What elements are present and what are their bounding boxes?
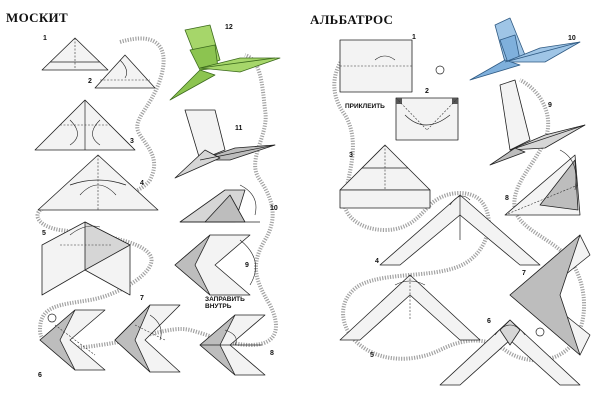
mosquito-step-6	[39, 309, 106, 371]
albatross-step-number: 1	[412, 34, 416, 41]
albatross-step-number: 9	[548, 102, 552, 109]
mosquito-step-number: 9	[245, 262, 249, 269]
mosquito-step-number: 4	[140, 180, 144, 187]
albatross-step-number: 6	[487, 318, 491, 325]
albatross-step-4	[379, 194, 541, 266]
albatross-step-number: 5	[370, 352, 374, 359]
right-step-path	[332, 48, 587, 363]
albatross-step-number: 4	[375, 258, 379, 265]
mosquito-finished-plane	[169, 24, 281, 101]
left-step-path	[35, 36, 278, 350]
mosquito-step-10	[179, 184, 260, 223]
mosquito-step-4	[37, 154, 159, 211]
mosquito-step-number: 6	[38, 372, 42, 379]
mosquito-step-11	[174, 109, 276, 179]
albatross-step-5	[339, 274, 481, 341]
mosquito-step-number: 7	[140, 295, 144, 302]
mosquito-step-number: 3	[130, 138, 134, 145]
mosquito-step-number: 5	[42, 230, 46, 237]
albatross-step-number: 7	[522, 270, 526, 277]
albatross-step-number: 3	[349, 152, 353, 159]
mosquito-step-number: 12	[225, 24, 233, 31]
albatross-finished-plane	[469, 17, 581, 81]
right-title: АЛЬБАТРОС	[310, 12, 394, 27]
mosquito-step-3	[34, 99, 136, 151]
mosquito-step-2	[94, 54, 156, 89]
albatross-step-2	[395, 97, 459, 141]
mosquito-step-number: 8	[270, 350, 274, 357]
mosquito-step-number: 11	[235, 125, 243, 132]
albatross-step-7	[509, 234, 591, 356]
mosquito-step-9	[174, 234, 256, 296]
mosquito-step-5	[41, 221, 131, 296]
albatross-step-number: 8	[505, 195, 509, 202]
albatross-step-number: 2	[425, 88, 429, 95]
left-title: МОСКИТ	[6, 10, 68, 25]
albatross-step-6	[439, 319, 581, 386]
glue-note: ПРИКЛЕИТЬ	[345, 103, 385, 110]
albatross-step-9	[489, 79, 586, 166]
albatross-step-1	[339, 39, 413, 93]
mosquito-step-number: 2	[88, 78, 92, 85]
albatross-step-3	[339, 144, 431, 209]
mosquito-step-1	[41, 37, 109, 71]
mosquito-step-number: 10	[270, 205, 278, 212]
mosquito-step-8	[199, 314, 266, 376]
mosquito-step-7	[114, 304, 181, 373]
tuck-inside-note: ЗАПРАВИТЬ ВНУТРЬ	[205, 296, 245, 310]
mosquito-step-number: 1	[43, 35, 47, 42]
albatross-step-8	[504, 149, 581, 216]
albatross-step-number: 10	[568, 35, 576, 42]
